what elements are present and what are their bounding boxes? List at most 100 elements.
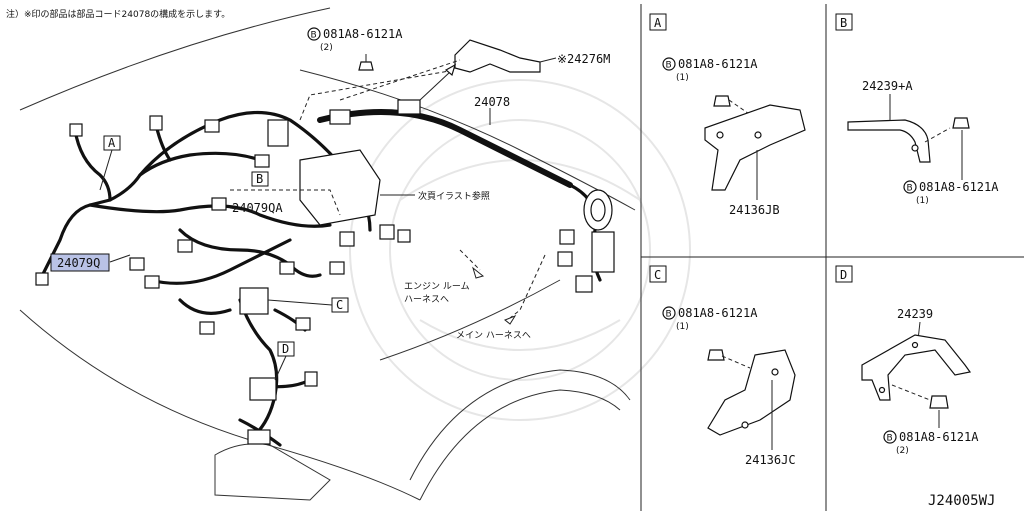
panel-a-bolt-qty: (1)	[676, 73, 689, 83]
harness-branch-1	[88, 203, 332, 228]
panel-d-tag-box	[835, 265, 853, 283]
connector	[339, 231, 355, 247]
connector	[295, 317, 311, 331]
panel-d-part: 24239	[897, 307, 933, 321]
connector	[397, 229, 411, 243]
panel-b-part: 24239+A	[862, 79, 913, 93]
panel-a-bolt-icon	[713, 95, 731, 107]
panel-c-bolt-circle-letter: B	[666, 310, 672, 320]
panel-d-bolt-qty: (2)	[896, 446, 909, 456]
callout-a: A	[108, 136, 116, 150]
connector-top-3	[267, 119, 289, 147]
panel-c-bolt-icon	[707, 349, 725, 361]
connector	[254, 154, 270, 168]
connector	[69, 123, 83, 137]
panel-a-bracket	[704, 104, 806, 191]
callout-box-b	[251, 171, 269, 187]
callout-d: D	[282, 342, 289, 356]
connector	[279, 261, 295, 275]
harness-branch-5	[178, 228, 322, 278]
panel-b-bolt-circle	[903, 180, 917, 194]
panel-d-bolt-icon	[929, 395, 949, 409]
label-24079q: 24079Q	[57, 256, 100, 270]
harness-branch-down	[238, 298, 279, 437]
body-outline-bottom	[19, 309, 421, 501]
panel-b-bolt-icon	[952, 117, 970, 129]
panel-b-bolt-qty: (1)	[916, 196, 929, 206]
panel-a-bolt-part: 081A8-6121A	[678, 57, 758, 71]
junction-block	[239, 287, 269, 315]
body-outline-top	[19, 7, 331, 111]
leader-24079qa	[229, 207, 256, 213]
grommet-inner	[590, 198, 606, 222]
dashed-guide-5	[509, 254, 546, 319]
connector	[204, 119, 220, 133]
dashed-guide-2	[339, 59, 461, 101]
body-wheel-arch	[409, 369, 631, 481]
panel-d-bolt-circle	[883, 430, 897, 444]
connector-small-2	[557, 251, 573, 267]
connector-top-2	[397, 99, 421, 115]
body-fender-line	[379, 279, 561, 361]
panel-b-bolt-circle-letter: B	[907, 184, 913, 194]
connector	[144, 275, 160, 289]
label-24079qa: 24079QA	[232, 201, 283, 215]
panel-a-bolt-circle-letter: B	[666, 61, 672, 71]
note-engine-room-1: エンジン ルーム	[404, 281, 470, 292]
connector-small-1	[559, 229, 575, 245]
leader-24079q	[109, 254, 131, 263]
bolt-circle-b	[307, 27, 321, 41]
bracket-24276m	[454, 39, 541, 73]
label-24078: 24078	[474, 95, 510, 109]
connector-block	[591, 231, 615, 273]
panel-d-bolt-circle-letter: B	[887, 434, 893, 444]
leader-24276m	[539, 57, 557, 63]
connector	[329, 261, 345, 275]
harness-branch-3	[73, 128, 112, 202]
panel-c-bolt-part: 081A8-6121A	[678, 306, 758, 320]
panel-c-bolt-circle	[662, 306, 676, 320]
panel-b-tag-box	[835, 13, 853, 31]
panel-c-tag: C	[654, 268, 661, 282]
panel-a-tag: A	[654, 16, 662, 30]
panel-d-bracket	[861, 334, 972, 401]
note-engine-room-2: ハーネスへ	[404, 294, 449, 305]
dashed-guide-3	[230, 189, 341, 216]
panel-b: B 24239+A B 081A8-6121A (1)	[835, 13, 999, 206]
connector	[379, 224, 395, 240]
panel-d-bolt-part: 081A8-6121A	[899, 430, 979, 444]
panel-b-bracket	[847, 119, 931, 163]
harness-branch-6	[148, 238, 292, 285]
dashed-guide-4	[459, 249, 481, 271]
panel-d-tag: D	[840, 268, 847, 282]
connector	[199, 321, 215, 335]
connector-small-3	[575, 275, 593, 293]
body-headlamp	[214, 443, 331, 501]
bracket-d-location	[249, 377, 277, 401]
body-wheel-arch-inner	[419, 389, 621, 501]
relay-box	[299, 149, 381, 226]
bolt-circle-b-letter: B	[311, 31, 317, 41]
watermark	[349, 79, 691, 421]
connector	[35, 272, 49, 286]
connector	[129, 257, 145, 271]
main-view: B 081A8-6121A (2) A B C D ※24	[19, 7, 636, 501]
connector-top-1	[329, 109, 351, 125]
panel-a-bolt-circle	[662, 57, 676, 71]
bolt-icon	[358, 61, 374, 71]
callout-b: B	[256, 172, 263, 186]
header-note: 注）※印の部品は部品コード24078の構成を示します。	[6, 8, 230, 20]
callout-c: C	[336, 298, 343, 312]
panel-a-tag-box	[649, 13, 667, 31]
harness-24078	[317, 109, 573, 188]
diagram-code: J24005WJ	[928, 493, 995, 509]
connector	[211, 197, 227, 211]
arrow-main-harness	[504, 314, 517, 325]
arrow-up	[444, 63, 456, 77]
connector	[177, 239, 193, 253]
panel-a: A B 081A8-6121A (1) 24136JB	[649, 13, 806, 217]
panel-a-part: 24136JB	[729, 203, 780, 217]
panel-c-bolt-qty: (1)	[676, 322, 689, 332]
panel-c: C B 081A8-6121A (1) 24136JC	[649, 265, 796, 467]
